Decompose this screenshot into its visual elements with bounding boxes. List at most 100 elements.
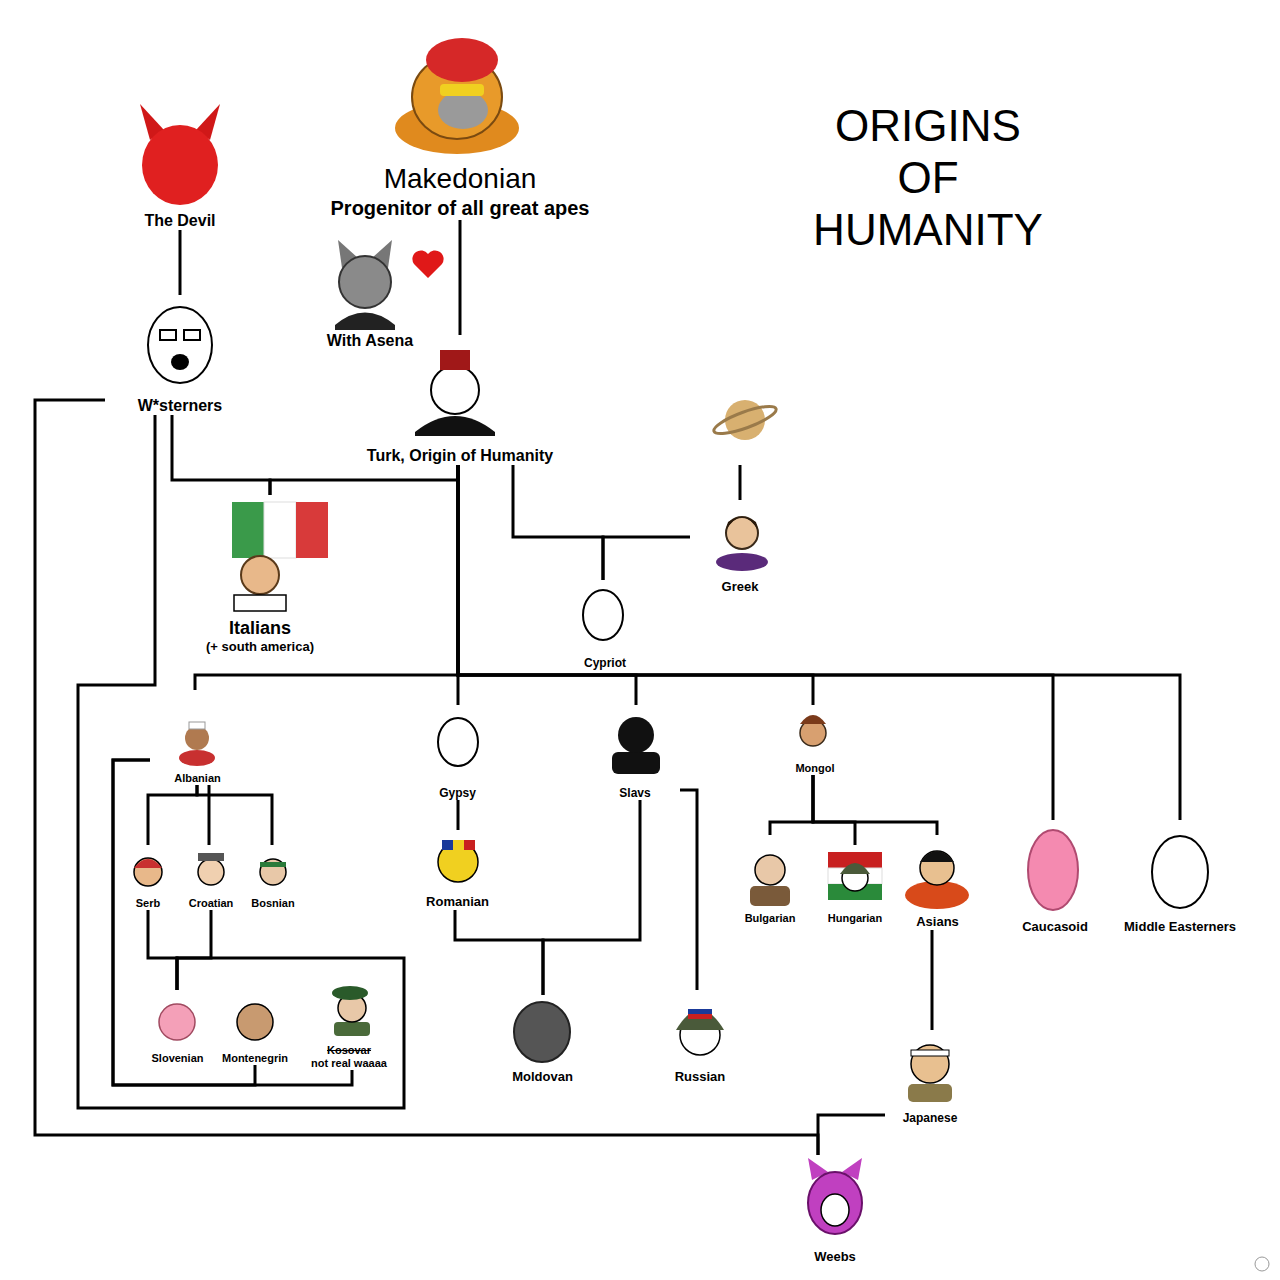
node-label: The Devil <box>144 211 215 230</box>
figure-node: Slavs <box>590 705 680 800</box>
lineage-connector <box>195 465 458 690</box>
figure-body <box>612 752 660 774</box>
corner-mark <box>1255 1257 1269 1271</box>
node-label: W*sterners <box>138 396 222 415</box>
figure-hat <box>800 715 826 724</box>
node-label: Caucasoid <box>1022 919 1088 935</box>
figure-node: Asians <box>895 835 980 930</box>
figure-node: MakedonianProgenitor of all great apes <box>310 30 610 220</box>
figure-head <box>198 859 224 885</box>
figure-head <box>438 718 478 766</box>
node-label: Slavs <box>619 786 650 800</box>
figure-cap <box>189 722 205 729</box>
flag-stripe <box>442 840 453 850</box>
lineage-connector <box>458 465 1053 820</box>
node-label: not real waaaa <box>311 1057 387 1070</box>
lineage-connector <box>177 910 211 990</box>
node-label: Gypsy <box>439 786 476 800</box>
lineage-connector <box>78 415 404 1108</box>
figure-node: Russian <box>660 990 740 1085</box>
figure-head <box>911 1045 949 1083</box>
figure-node: With Asena <box>310 235 430 350</box>
heart-symbol <box>412 250 443 278</box>
figure-node: Romanian <box>410 830 505 910</box>
figure-node: The Devil <box>120 100 240 230</box>
flag-stripe <box>464 840 475 850</box>
flag-stripe <box>296 502 328 558</box>
node-label: With Asena <box>327 331 413 350</box>
node-label: Bosnian <box>251 897 294 910</box>
node-label: Cypriot <box>584 656 626 670</box>
figure-node: Kosovarnot real waaaa <box>300 975 398 1070</box>
lineage-connector <box>813 775 855 845</box>
figure-head <box>755 855 785 885</box>
lineage-connector <box>459 220 462 335</box>
figure-head <box>618 717 654 753</box>
lineage-connector <box>813 775 937 835</box>
saturn-planet <box>725 400 765 440</box>
node-label: Greek <box>722 579 759 595</box>
node-label: Progenitor of all great apes <box>331 196 590 220</box>
figure-node: Cypriot <box>560 580 650 670</box>
node-label: Serb <box>136 897 160 910</box>
figure-node: Slovenian <box>145 990 210 1065</box>
lineage-connector <box>818 1115 885 1155</box>
lineage-connector <box>458 465 1180 820</box>
lineage-connector <box>270 465 458 495</box>
figure-body <box>334 1022 370 1036</box>
node-label: Slovenian <box>152 1052 204 1065</box>
node-label: Mongol <box>795 762 834 775</box>
leader-line <box>739 465 742 500</box>
figure-head <box>237 1004 273 1040</box>
figure-head <box>148 307 212 383</box>
figure-node: Gypsy <box>415 705 500 800</box>
node-label: Montenegrin <box>222 1052 288 1065</box>
node-label: Russian <box>675 1069 726 1085</box>
flag-stripe <box>264 502 296 558</box>
figure-body <box>716 553 768 571</box>
figure-node: Greek <box>690 505 790 595</box>
figure-head <box>920 851 954 885</box>
figure-head <box>260 859 286 885</box>
node-label: Asians <box>916 914 959 930</box>
figure-head <box>431 366 479 414</box>
devil-head <box>142 125 218 205</box>
diagram-title: ORIGINS OF HUMANITY <box>803 100 1053 256</box>
figure-node: Bulgarian <box>730 835 810 925</box>
lineage-connector <box>603 537 690 580</box>
node-label: Hungarian <box>828 912 882 925</box>
node-label: Middle Easterners <box>1124 919 1236 935</box>
lineage-connector <box>172 415 270 495</box>
figure-node: Japanese <box>885 1030 975 1125</box>
node-label: Moldovan <box>512 1069 573 1085</box>
figure-glasses <box>184 330 200 340</box>
lineage-connector <box>148 910 177 990</box>
lineage-connector <box>455 910 543 995</box>
lineage-connector <box>931 930 934 1030</box>
node-label: Italians <box>229 618 291 640</box>
figure-head <box>514 1002 570 1062</box>
node-label: Weebs <box>814 1249 856 1265</box>
figure-headband <box>911 1050 949 1056</box>
node-label: Croatian <box>189 897 234 910</box>
flag-stripe <box>688 1004 712 1009</box>
figure-node: Serb <box>118 845 178 910</box>
lineage-connector <box>113 760 352 1085</box>
figure-face <box>821 1194 849 1226</box>
figure-helmet <box>676 1010 724 1030</box>
figure-node: Weebs <box>790 1155 880 1265</box>
wolf-head <box>339 256 391 308</box>
figure-node: Montenegrin <box>215 990 295 1065</box>
figure-cap <box>426 38 498 82</box>
figure-head <box>808 1172 862 1234</box>
figure-node: Moldovan <box>495 995 590 1085</box>
figure-node: Turk, Origin of Humanity <box>350 335 570 465</box>
node-label: Japanese <box>903 1111 958 1125</box>
figure-body <box>750 886 790 906</box>
figure-hair <box>726 517 758 530</box>
figure-cap <box>134 859 162 868</box>
figure-head <box>583 590 623 640</box>
figure-node: Middle Easterners <box>1110 820 1250 935</box>
lineage-connector <box>457 800 460 830</box>
